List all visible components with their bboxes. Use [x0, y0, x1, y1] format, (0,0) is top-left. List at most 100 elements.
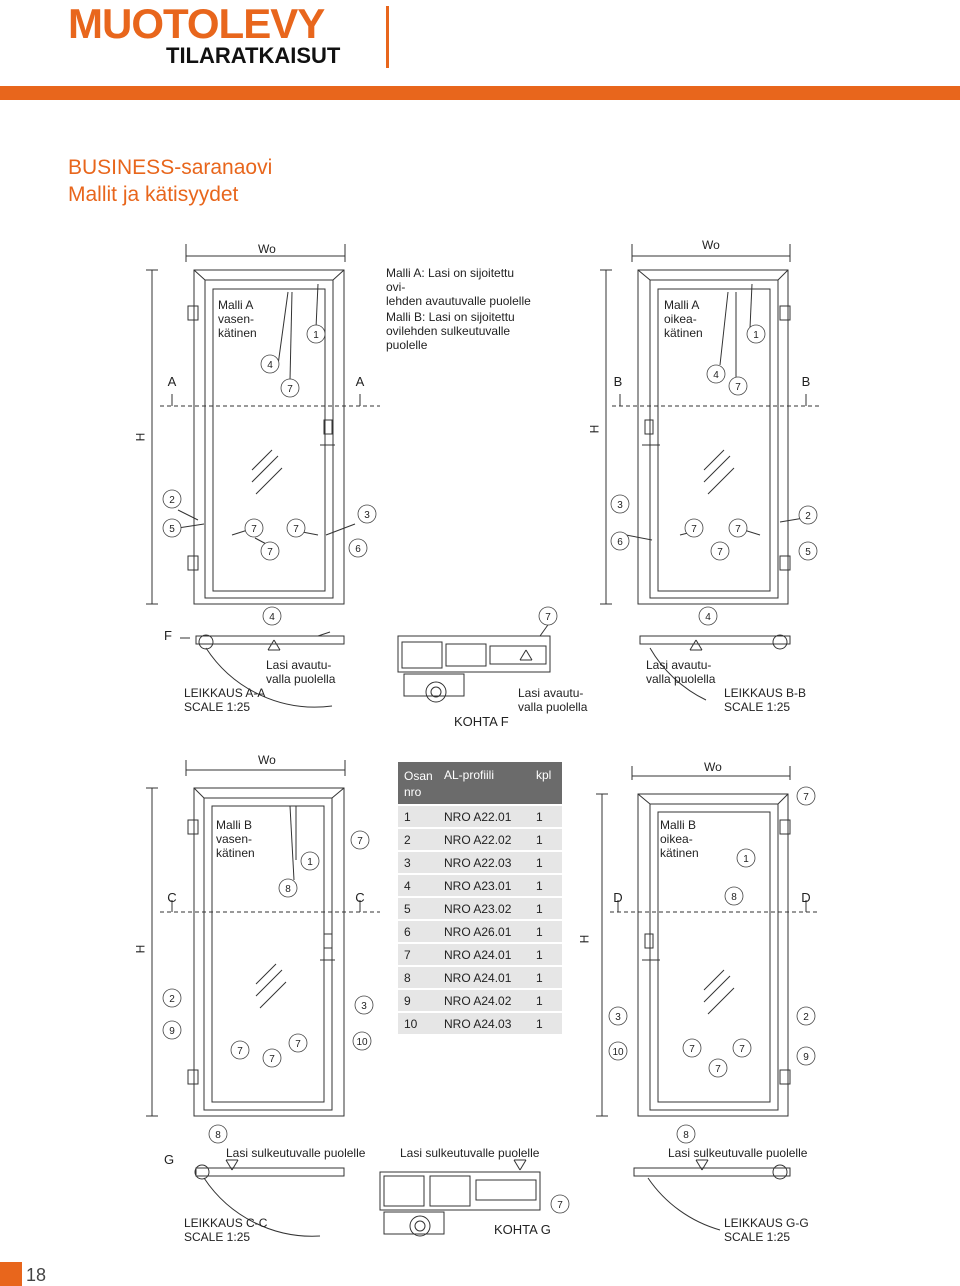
- svg-text:A: A: [168, 374, 177, 389]
- page-title: BUSINESS-saranaovi Mallit ja kätisyydet: [68, 154, 272, 208]
- cell-profile: NRO A26.01: [444, 925, 512, 939]
- wo-label-a-left: Wo: [258, 242, 276, 256]
- cell-part-no: 10: [404, 1017, 418, 1031]
- section-bb-label: LEIKKAUS B-B SCALE 1:25: [724, 686, 807, 714]
- svg-text:5: 5: [169, 524, 175, 535]
- table-header: Osan nro AL-profiili kpl: [398, 762, 562, 804]
- svg-text:9: 9: [803, 1052, 809, 1063]
- cell-profile: NRO A22.01: [444, 810, 512, 824]
- table-row: 10 NRO A24.03 1: [398, 1011, 562, 1034]
- svg-text:D: D: [801, 890, 810, 905]
- svg-text:7: 7: [691, 524, 697, 535]
- section-cc-drawing: [194, 1159, 345, 1237]
- h-label-b-left: H: [133, 944, 148, 954]
- header-part-no: Osan nro: [404, 769, 433, 799]
- svg-text:7: 7: [717, 547, 723, 558]
- section-aa-label: LEIKKAUS A-A SCALE 1:25: [184, 686, 266, 714]
- svg-text:C: C: [355, 890, 364, 905]
- svg-text:1: 1: [313, 330, 319, 341]
- cell-part-no: 3: [404, 856, 411, 870]
- cell-part-no: 8: [404, 971, 411, 985]
- brand-logo: MUOTOLEVY: [68, 0, 325, 47]
- h-label-a-right: H: [587, 424, 602, 434]
- svg-text:7: 7: [689, 1044, 695, 1055]
- callout-bubbles-sections: 4 7 4: [262, 606, 718, 626]
- table-row: 2 NRO A22.02 1: [398, 827, 562, 850]
- cell-part-no: 4: [404, 879, 411, 893]
- table-row: 8 NRO A24.01 1: [398, 965, 562, 988]
- section-gg-drawing: [633, 1159, 791, 1231]
- header-profile: AL-profiili: [444, 768, 495, 782]
- svg-text:8: 8: [215, 1130, 221, 1141]
- section-aa-drawing: [180, 631, 345, 708]
- door-b-right-drawing: [596, 766, 820, 1117]
- svg-text:7: 7: [545, 612, 551, 623]
- cell-profile: NRO A24.02: [444, 994, 512, 1008]
- header-band: [0, 86, 960, 100]
- cell-qty: 1: [536, 902, 543, 916]
- svg-text:7: 7: [739, 1044, 745, 1055]
- svg-text:2: 2: [803, 1012, 809, 1023]
- svg-text:6: 6: [355, 544, 361, 555]
- cell-qty: 1: [536, 1017, 543, 1031]
- cell-profile: NRO A24.01: [444, 971, 512, 985]
- svg-text:8: 8: [683, 1130, 689, 1141]
- cell-qty: 1: [536, 833, 543, 847]
- cell-part-no: 7: [404, 948, 411, 962]
- h-label-b-right: H: [577, 934, 592, 944]
- svg-text:8: 8: [731, 892, 737, 903]
- kohta-f-label: KOHTA F: [454, 714, 509, 729]
- glass-note-f: Lasi avautu- valla puolella: [518, 686, 588, 714]
- cell-profile: NRO A24.03: [444, 1017, 512, 1031]
- svg-text:C: C: [167, 890, 176, 905]
- svg-text:7: 7: [267, 547, 273, 558]
- wo-label-b-right: Wo: [704, 760, 722, 774]
- callout-bubbles-bottom: 1 7 8 2 9 7 7 7 3 10 7 1 8 3 2 10 7 7 7 …: [162, 786, 816, 1214]
- cell-qty: 1: [536, 948, 543, 962]
- cell-part-no: 1: [404, 810, 411, 824]
- svg-text:1: 1: [307, 857, 313, 868]
- cell-part-no: 2: [404, 833, 411, 847]
- cell-profile: NRO A22.03: [444, 856, 512, 870]
- door-a-right-name: Malli A oikea- kätinen: [664, 298, 703, 340]
- cell-qty: 1: [536, 925, 543, 939]
- cell-profile: NRO A23.02: [444, 902, 512, 916]
- brand-subtitle: TILARATKAISUT: [166, 43, 341, 68]
- svg-text:7: 7: [557, 1200, 563, 1211]
- svg-text:A: A: [356, 374, 365, 389]
- cell-qty: 1: [536, 994, 543, 1008]
- door-a-left-name: Malli A vasen- kätinen: [218, 298, 257, 340]
- svg-text:7: 7: [237, 1046, 243, 1057]
- cell-profile: NRO A22.02: [444, 833, 512, 847]
- callout-bubbles-top: 4 7 1 2 5 7 7 7 3 6 4 7 1 3 6 7 7 7 2 5: [162, 324, 818, 561]
- table-row: 4 NRO A23.01 1: [398, 873, 562, 896]
- kohta-g-label: KOHTA G: [494, 1222, 551, 1237]
- logo-divider: [386, 6, 389, 68]
- svg-text:3: 3: [364, 510, 370, 521]
- svg-text:7: 7: [735, 382, 741, 393]
- cell-qty: 1: [536, 879, 543, 893]
- cell-part-no: 6: [404, 925, 411, 939]
- svg-text:7: 7: [735, 524, 741, 535]
- svg-text:8: 8: [285, 884, 291, 895]
- note-model-a: Malli A: Lasi on sijoitettu ovi- lehden …: [386, 266, 531, 308]
- section-bb-drawing: [639, 634, 791, 701]
- svg-text:D: D: [613, 890, 622, 905]
- svg-text:7: 7: [715, 1064, 721, 1075]
- cell-profile: NRO A23.01: [444, 879, 512, 893]
- glass-note-cc: Lasi sulkeutuvalle puolelle: [226, 1146, 366, 1160]
- svg-text:7: 7: [269, 1054, 275, 1065]
- kohta-f-drawing: [397, 621, 551, 703]
- svg-text:3: 3: [615, 1012, 621, 1023]
- cell-qty: 1: [536, 971, 543, 985]
- svg-text:9: 9: [169, 1026, 175, 1037]
- section-g-label: G: [164, 1152, 175, 1167]
- page-number: 18: [26, 1265, 47, 1285]
- svg-text:1: 1: [753, 330, 759, 341]
